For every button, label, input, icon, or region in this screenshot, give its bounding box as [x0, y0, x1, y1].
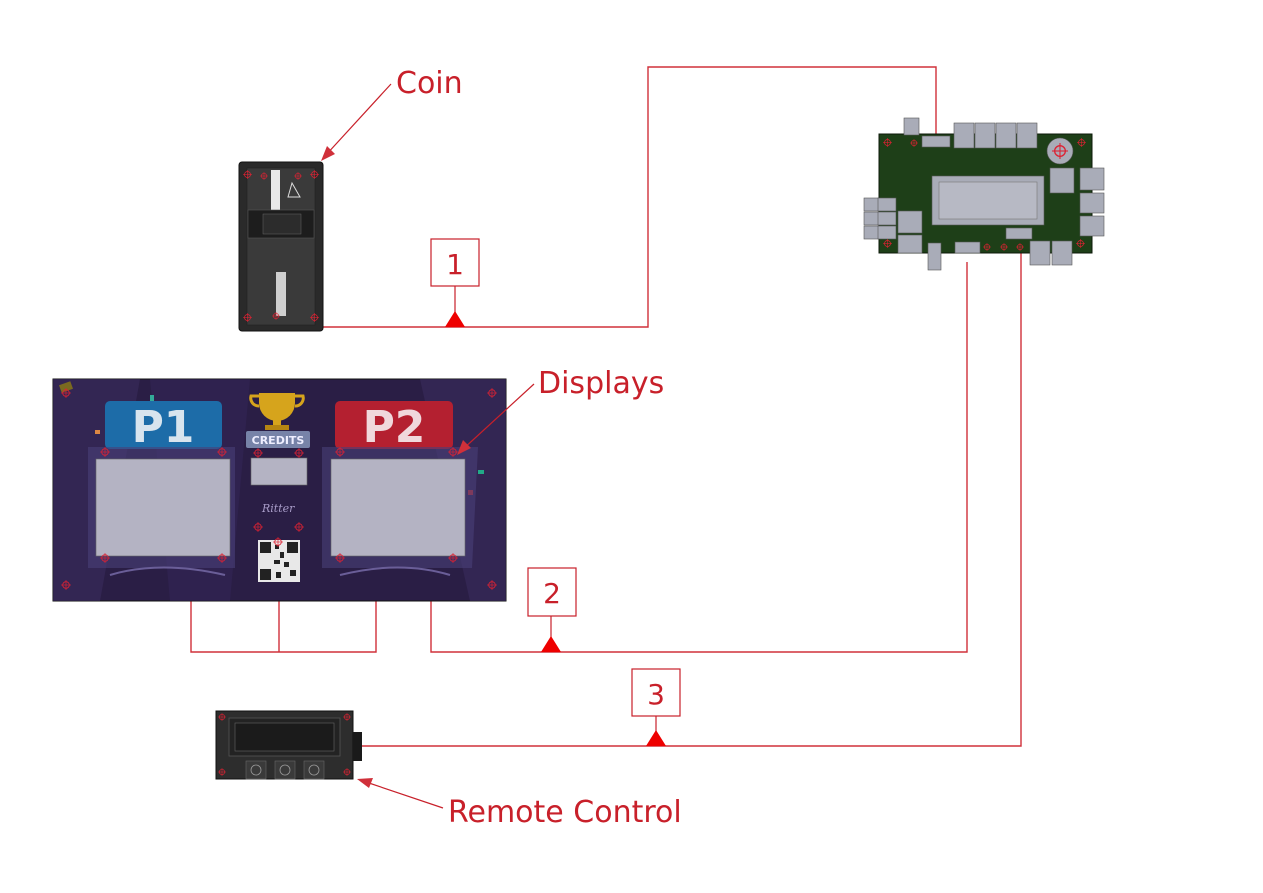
displays-label-text: Displays [538, 366, 664, 401]
qr-code [258, 540, 300, 582]
control-board [864, 118, 1104, 270]
coin-label: Coin [321, 66, 463, 161]
connection-number-1: 1 [446, 248, 464, 281]
remote-label: Remote Control [357, 778, 682, 830]
remote-label-text: Remote Control [448, 795, 682, 830]
coin-acceptor [239, 162, 323, 331]
credits-screen [251, 458, 307, 485]
credits-text: CREDITS [252, 434, 305, 447]
p1-badge-text: P1 [132, 402, 195, 453]
p2-badge-text: P2 [363, 402, 426, 453]
connection-number-3: 3 [647, 678, 665, 711]
wire-1 [322, 67, 936, 327]
remote-control [216, 711, 362, 779]
connection-marker-1: 1 [431, 239, 479, 327]
connection-marker-2: 2 [528, 568, 576, 652]
p1-screen [96, 459, 230, 556]
connection-number-2: 2 [543, 577, 561, 610]
coin-label-text: Coin [396, 66, 463, 101]
p2-screen [331, 459, 465, 556]
signature-text: Ritter [261, 502, 295, 515]
display-panel: P1 P2 CREDITS Ritter [53, 379, 506, 601]
connection-marker-3: 3 [632, 669, 680, 746]
